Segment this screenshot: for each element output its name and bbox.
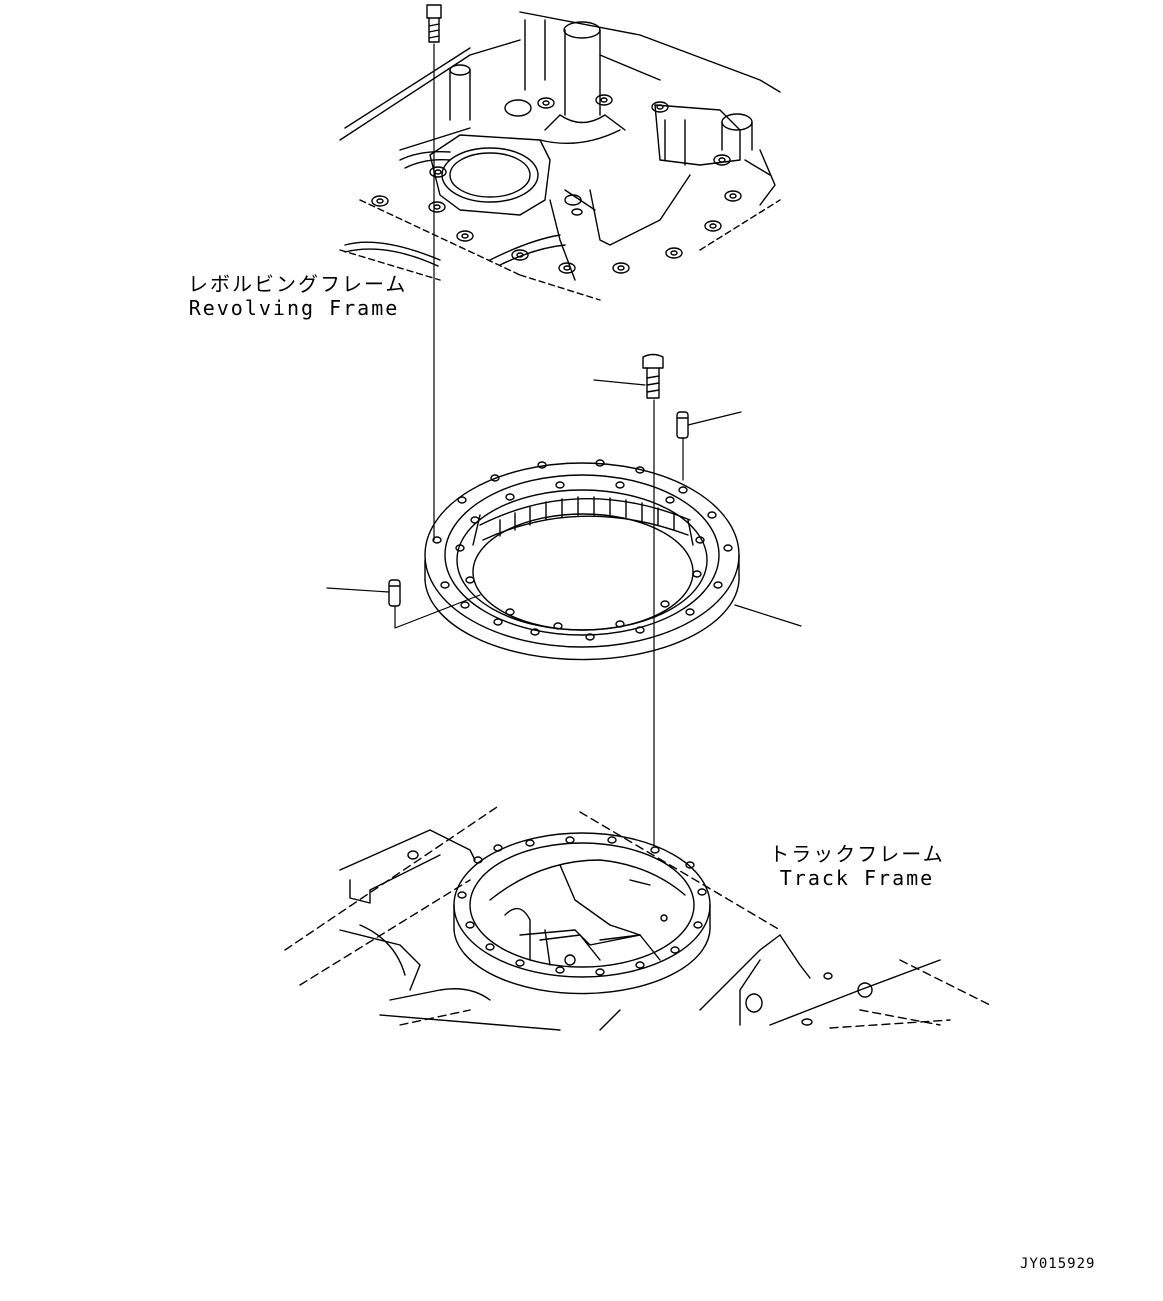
track-frame-drawing — [285, 805, 990, 1030]
revolving-frame-label: レボルビングフレーム Revolving Frame — [188, 272, 408, 320]
track-frame-label-en: Track Frame — [779, 866, 935, 890]
dowel-pin-right — [677, 412, 688, 438]
drawing-id: JY015929 — [1020, 1256, 1096, 1272]
top-mounting-bolt — [427, 5, 441, 42]
revolving-frame-label-en: Revolving Frame — [188, 296, 400, 320]
alignment-lines — [395, 44, 683, 845]
callout-leaders — [327, 380, 801, 626]
track-frame-label: トラックフレーム Track Frame — [768, 842, 946, 890]
revolving-frame-label-ja: レボルビングフレーム — [188, 272, 408, 296]
swing-circle-bearing — [425, 460, 739, 660]
track-frame-label-ja: トラックフレーム — [769, 842, 945, 866]
bearing-mounting-bolt — [643, 355, 663, 399]
revolving-frame-drawing — [340, 12, 780, 300]
dowel-pin-left — [389, 580, 400, 606]
